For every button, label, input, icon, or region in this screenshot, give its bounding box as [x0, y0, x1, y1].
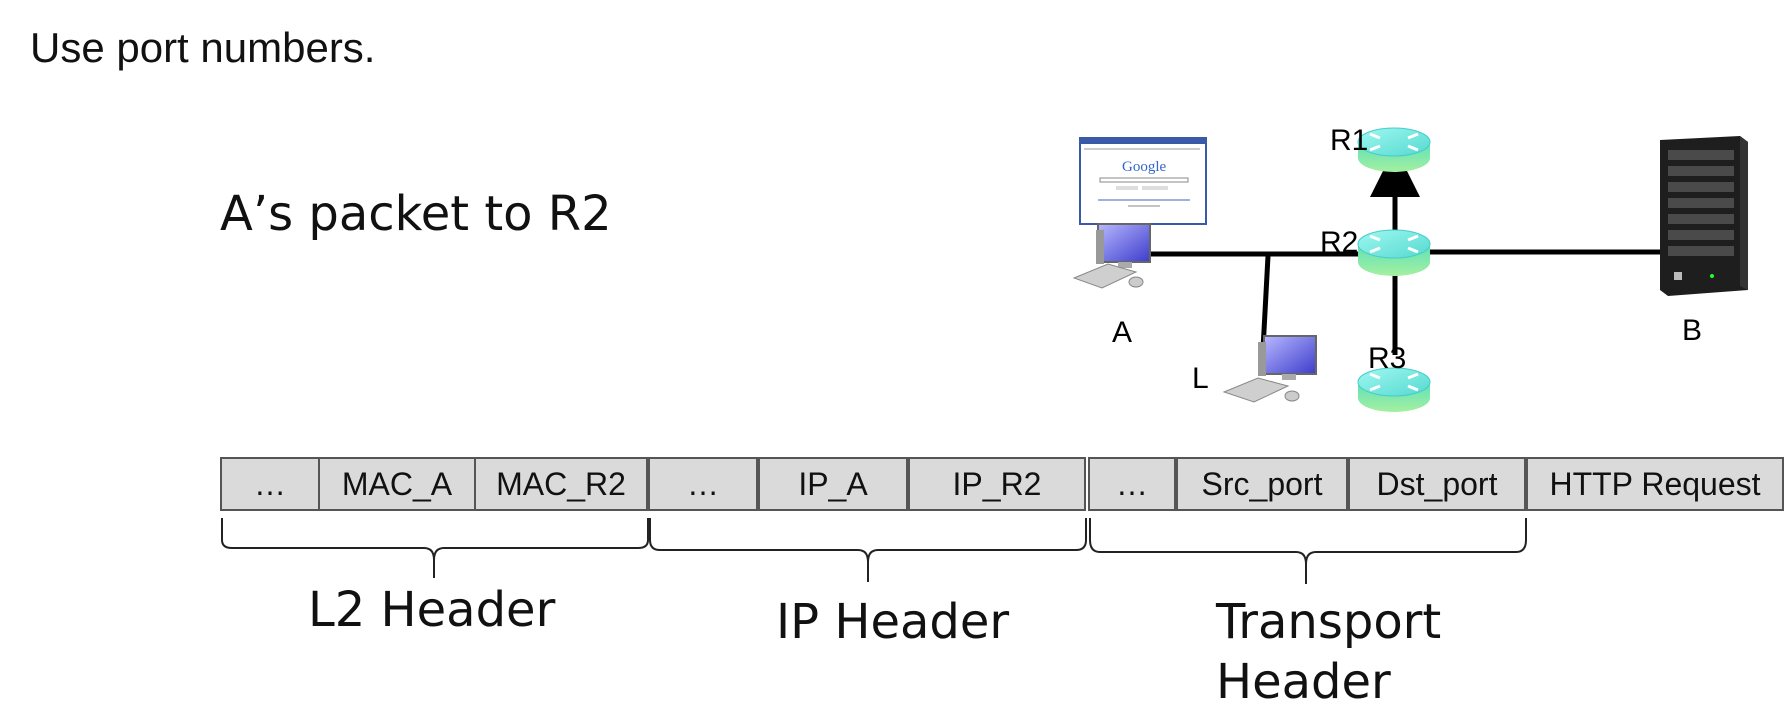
router-r3-icon [1357, 367, 1431, 412]
packet-field-mac-a: MAC_A [318, 457, 476, 511]
node-label-l: L [1192, 362, 1209, 395]
node-label-r1: R1 [1330, 124, 1368, 157]
label-l2-header: L2 Header [308, 582, 556, 638]
brace-l2 [221, 518, 649, 578]
google-logo: Google [1122, 159, 1167, 175]
slide-heading: A’s packet to R2 [220, 186, 612, 242]
packet-field-mac-r2: MAC_R2 [474, 457, 648, 511]
computer-a-icon [1072, 223, 1151, 289]
packet-field-l2-ellipsis: … [220, 457, 320, 511]
label-ip-header: IP Header [776, 594, 1010, 650]
packet-field-ip-r2: IP_R2 [908, 457, 1086, 511]
packet-field-ip-ellipsis: … [648, 457, 758, 511]
brace-transport [1089, 518, 1527, 584]
packet-field-ip-a: IP_A [758, 457, 908, 511]
packet-field-transport-ellipsis: … [1088, 457, 1176, 511]
router-r2-icon [1357, 229, 1431, 276]
node-label-r2: R2 [1320, 226, 1358, 259]
brace-ip [649, 518, 1087, 582]
header-braces [221, 518, 1527, 584]
browser-window: Google [1079, 137, 1207, 225]
router-r1-icon [1357, 127, 1431, 172]
node-label-r3: R3 [1368, 342, 1406, 375]
packet-field-dst-port: Dst_port [1348, 457, 1526, 511]
packet-field-src-port: Src_port [1176, 457, 1348, 511]
page-title: Use port numbers. [30, 24, 376, 71]
packet-field-http-request: HTTP Request [1526, 457, 1784, 511]
server-b-icon [1660, 136, 1748, 296]
computer-l-icon [1222, 335, 1317, 403]
label-transport-header: Transport Header [1216, 594, 1442, 710]
node-label-a: A [1112, 316, 1132, 349]
node-label-b: B [1682, 314, 1702, 347]
